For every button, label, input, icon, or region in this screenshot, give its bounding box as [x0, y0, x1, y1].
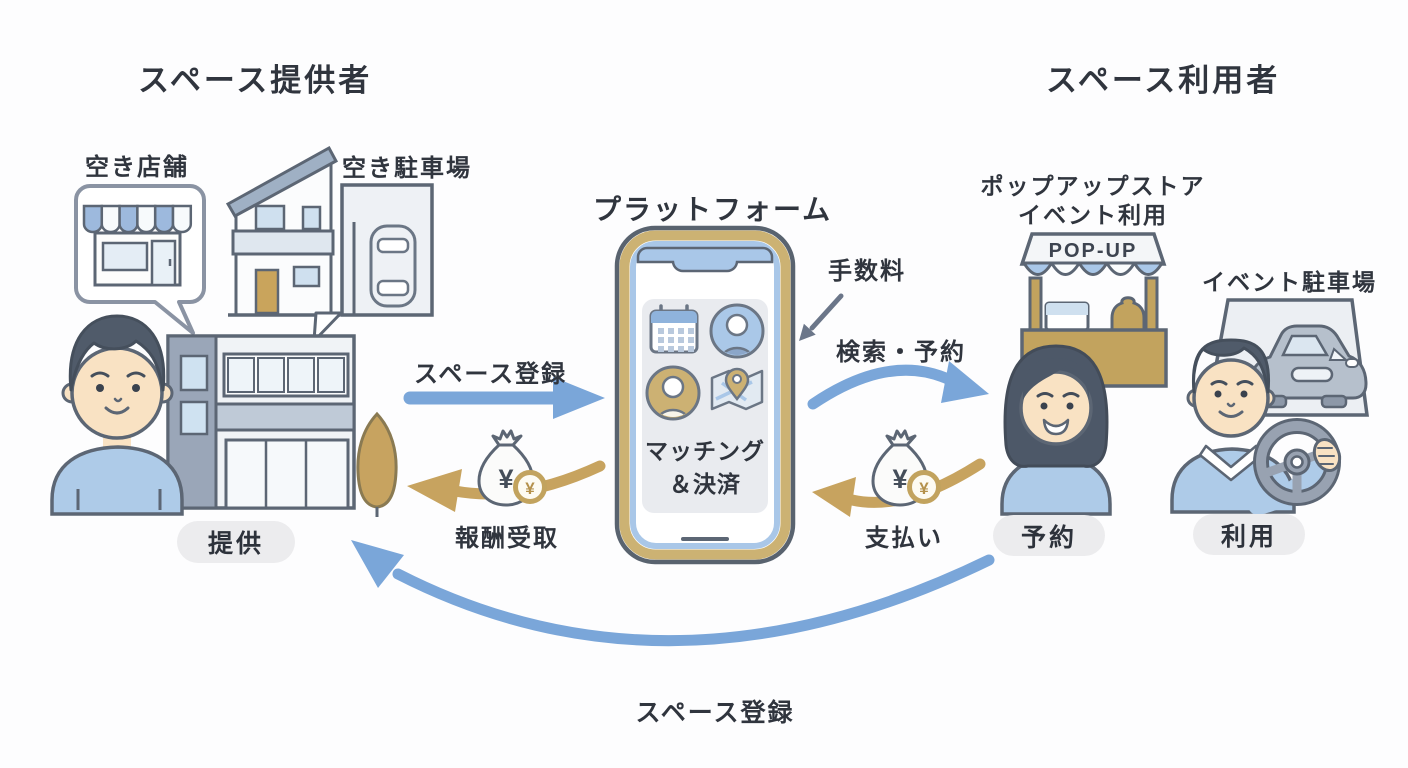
popup-sign: POP-UP — [1049, 240, 1138, 262]
provider-title: スペース提供者 — [138, 63, 373, 98]
arrowhead — [407, 469, 462, 512]
vacant-store-bubble — [74, 184, 206, 335]
arrowhead — [799, 323, 816, 341]
vacant-parking-illustration — [340, 183, 434, 317]
face — [70, 346, 164, 440]
user-icon-gold — [645, 365, 701, 421]
register-bottom-label: スペース登録 — [635, 699, 795, 727]
face — [1192, 358, 1270, 438]
money-bag-icon — [479, 431, 545, 505]
mouth — [1042, 418, 1070, 436]
calendar-icon — [649, 304, 699, 354]
register-label: スペース登録 — [414, 361, 568, 388]
vacant-store-label: 空き店舗 — [85, 154, 189, 181]
reserve-badge: 予約 — [993, 515, 1105, 556]
screen-text-line1: マッチング — [645, 438, 765, 464]
hair — [68, 314, 166, 392]
door — [254, 268, 280, 315]
use-badge: 利用 — [1193, 514, 1305, 555]
popup-label-line1: ポップアップストア — [980, 173, 1206, 199]
money-bag-icon — [873, 431, 939, 505]
user-woman — [1000, 344, 1112, 516]
reward-label: 報酬受取 — [455, 525, 559, 552]
flow-register-bottom-arrow — [351, 540, 995, 647]
flow-search-arrow — [807, 361, 989, 410]
arrowhead — [941, 361, 989, 403]
roof — [225, 145, 339, 219]
phone-notch — [636, 246, 774, 273]
provide-badge: 提供 — [177, 521, 295, 563]
house-illustration — [225, 145, 343, 343]
platform-title: プラットフォーム — [593, 194, 833, 225]
arrowhead — [812, 477, 856, 517]
use-badge-label: 利用 — [1220, 522, 1277, 551]
flow-register-arrow — [403, 377, 605, 419]
provide-badge-label: 提供 — [207, 530, 264, 558]
fee-label: 手数料 — [828, 258, 906, 285]
bangs — [1022, 358, 1090, 400]
arrowhead — [553, 377, 605, 419]
storefront-icon — [82, 204, 193, 287]
map-pin-icon — [710, 367, 764, 411]
user-icon-blue — [709, 303, 765, 359]
body — [50, 445, 184, 516]
payment-label: 支払い — [865, 525, 943, 552]
balcony — [231, 229, 335, 256]
search-reserve-label: 検索・予約 — [836, 339, 966, 366]
provider-building — [166, 334, 356, 510]
arrowhead — [351, 540, 404, 588]
hand — [1312, 437, 1342, 473]
platform-phone: マッチング ＆決済 — [614, 225, 796, 565]
steering-wheel-icon — [1253, 418, 1341, 506]
counter-bag — [1110, 296, 1146, 332]
tree — [356, 411, 398, 517]
hair — [1191, 338, 1271, 394]
user-title: スペース利用者 — [1046, 63, 1281, 98]
flow-fee-arrow — [799, 293, 844, 341]
event-parking-label: イベント駐車場 — [1202, 269, 1377, 295]
provider-person — [50, 314, 184, 516]
provider-scene — [50, 145, 434, 517]
user-driver — [1170, 338, 1342, 515]
user-scene: POP-UP — [1000, 232, 1369, 516]
reserve-badge-label: 予約 — [1020, 523, 1077, 552]
popup-label-line2: イベント利用 — [1018, 202, 1168, 228]
screen-text-line2: ＆決済 — [669, 471, 741, 497]
vacant-parking-label: 空き駐車場 — [342, 155, 472, 182]
speech-tail — [312, 311, 343, 343]
